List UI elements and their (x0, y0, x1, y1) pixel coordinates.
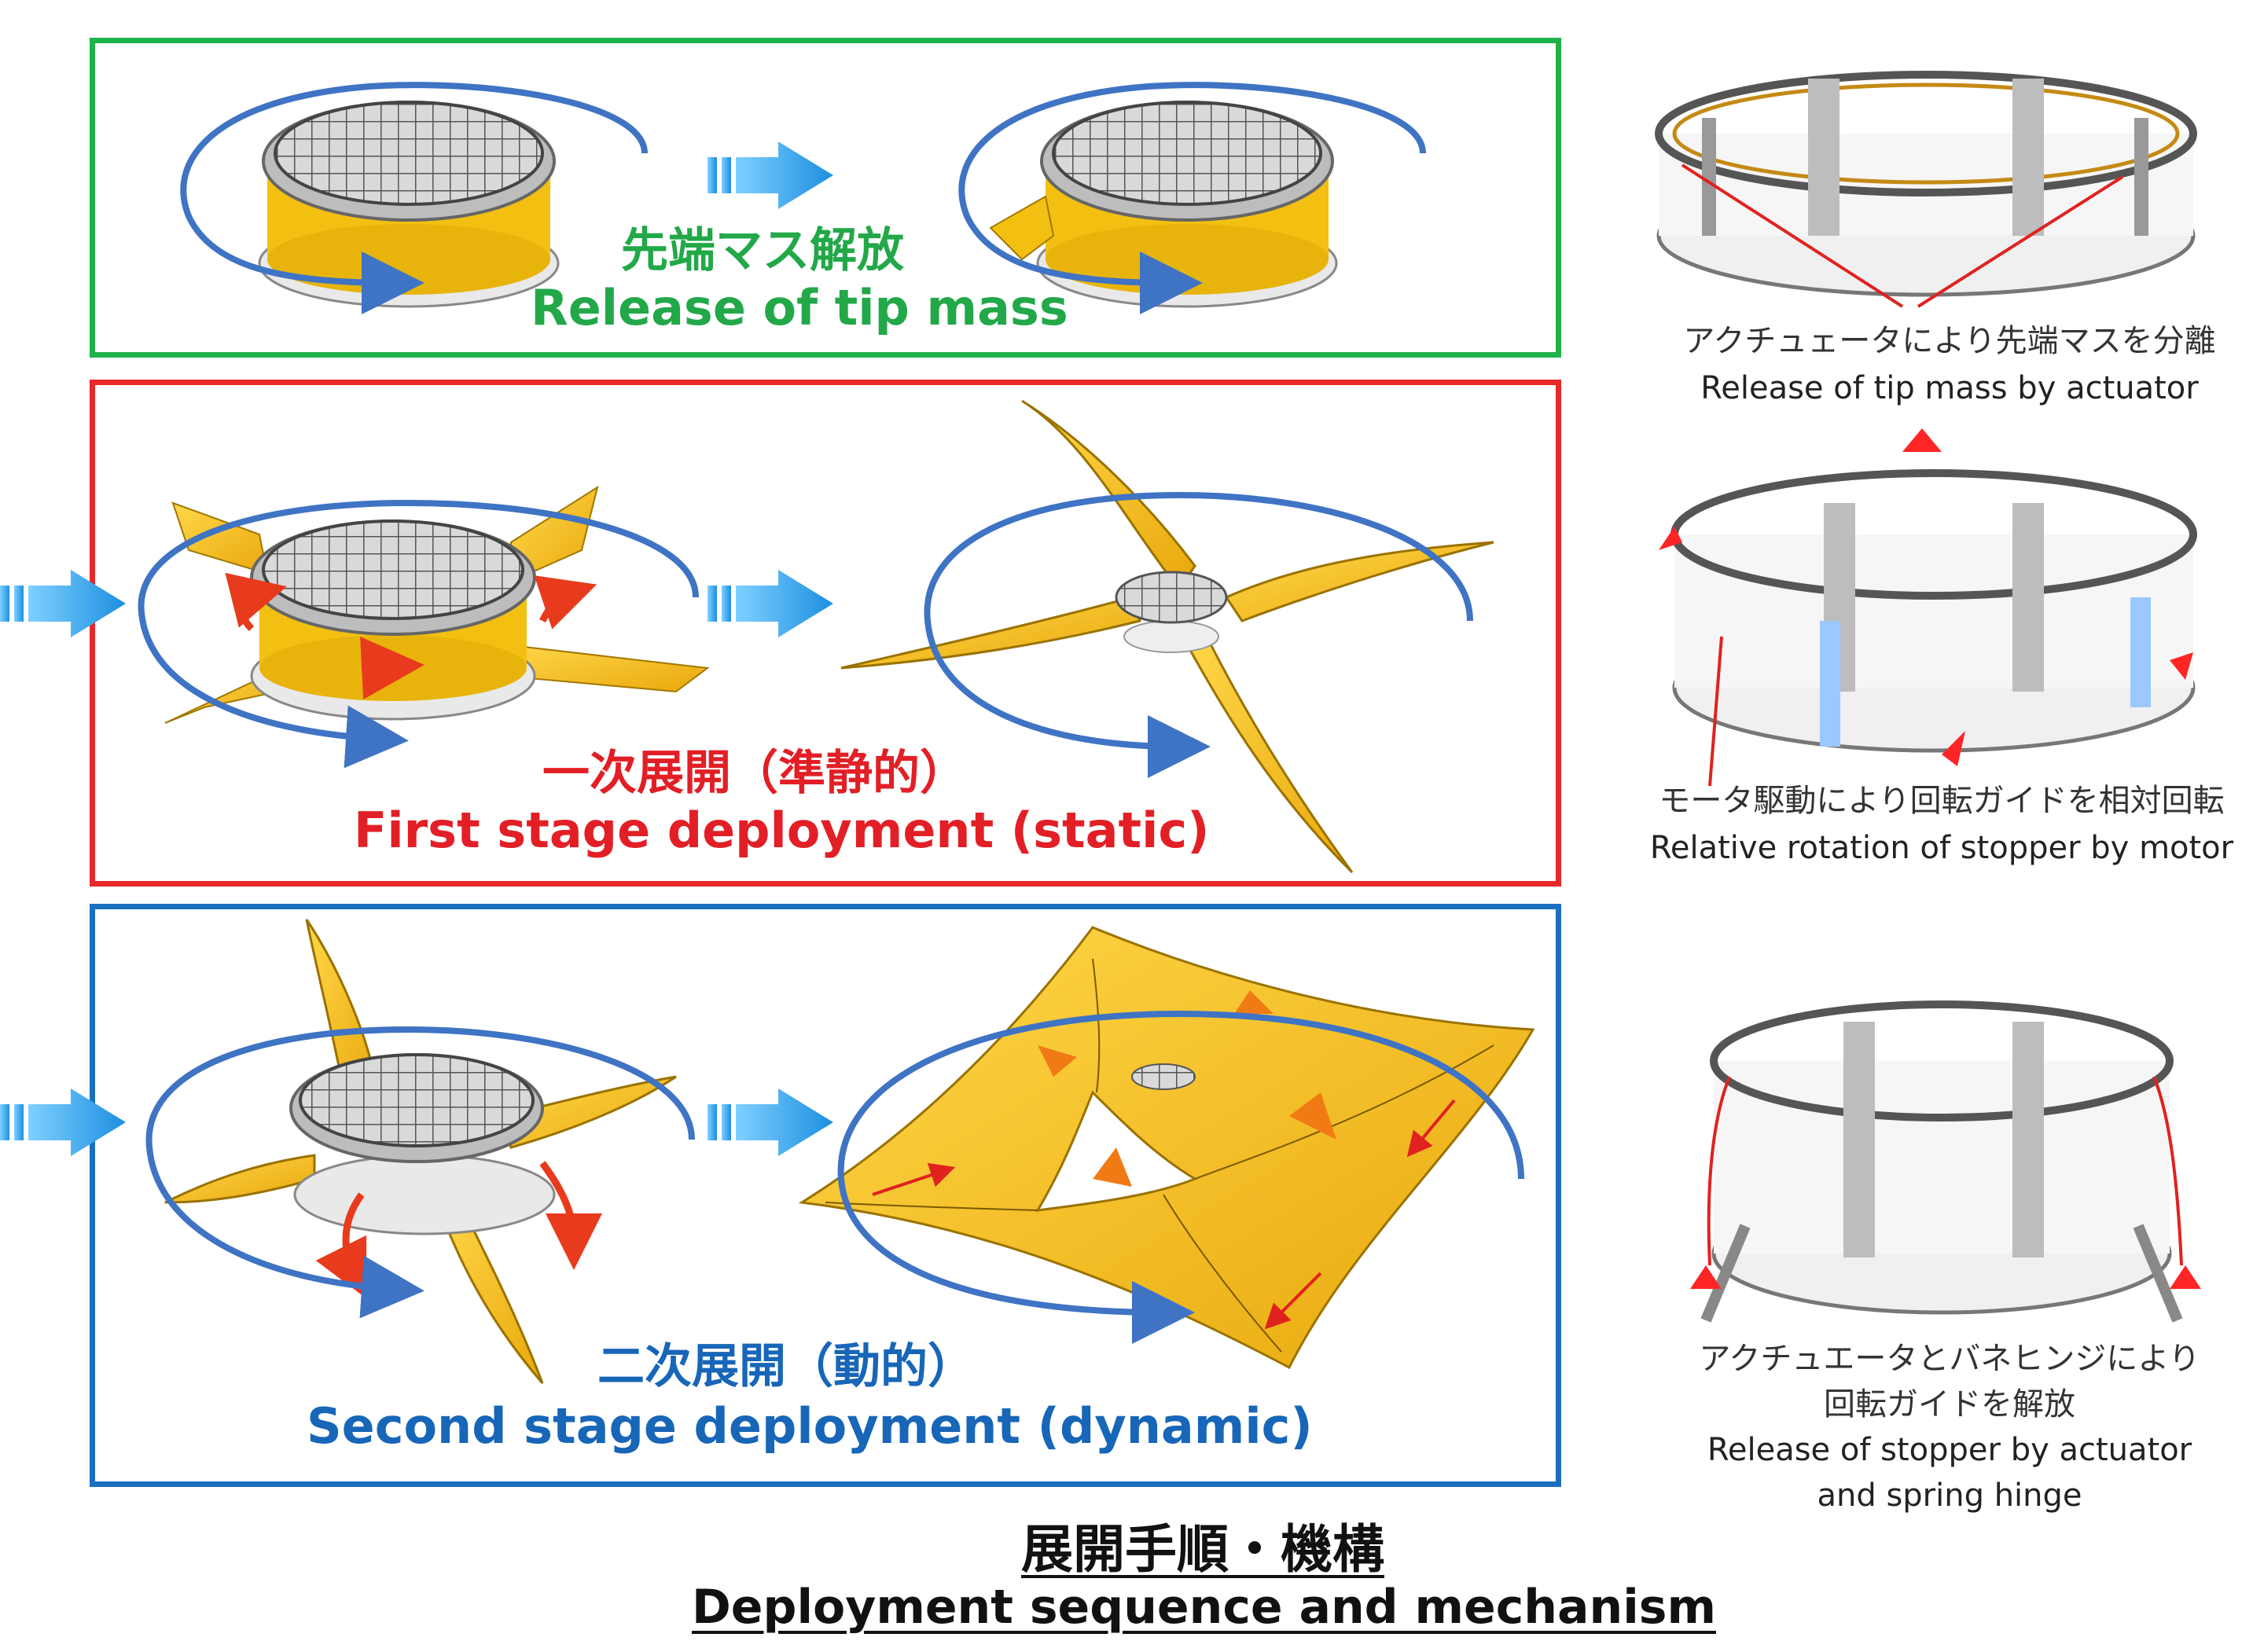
stage3-caption-ja: 二次展開（動的） (597, 1339, 975, 1394)
stage3-caption-en: Second stage deployment (dynamic) (307, 1397, 1313, 1455)
stage2-orbit-right (924, 491, 1473, 778)
stage1-orbit-right (958, 82, 1426, 314)
stage3-square-sail (798, 926, 1535, 1370)
stage2-orbit-left (138, 499, 699, 769)
stage2-drum-left (164, 485, 710, 724)
mechanism-image-1 (1655, 71, 2197, 308)
stage2-caption-en: First stage deployment (static) (354, 802, 1210, 859)
stage1-drum-right (989, 101, 1338, 308)
stage3-orbit-right (837, 1010, 1524, 1344)
mechanism2-caption-ja: モータ駆動により回転ガイドを相対回転 (1659, 783, 2225, 819)
footer-title-en: Deployment sequence and mechanism (692, 1580, 1717, 1635)
stage3-orbit-left (145, 1026, 695, 1319)
stage3-drum-left (164, 919, 677, 1384)
stage1-caption-ja: 先端マス解放 (621, 223, 904, 278)
mechanism3-caption-en-line2: and spring hinge (1817, 1478, 2082, 1514)
flow-arrow-5 (708, 1088, 833, 1156)
mechanism-image-3 (1690, 1000, 2201, 1323)
mechanism3-caption-ja-line1: アクチュエータとバネヒンジにより (1699, 1341, 2200, 1377)
mechanism2-caption-en: Relative rotation of stopper by motor (1649, 830, 2234, 866)
stage1-drum-left (258, 101, 560, 308)
footer-title-ja: 展開手順・機構 (1021, 1519, 1384, 1580)
flow-arrow-1 (708, 141, 833, 209)
stage1-caption-en: Release of tip mass (531, 279, 1068, 336)
mechanism3-caption-ja-line2: 回転ガイドを解放 (1824, 1386, 2075, 1423)
flow-arrow-3 (708, 570, 833, 637)
stage2-caption-ja: 一次展開（準静的） (542, 746, 967, 801)
stage2-sail-right (840, 399, 1494, 874)
mechanism1-caption-ja: アクチュェータにより先端マスを分離 (1683, 323, 2216, 359)
mechanism3-caption-en-line1: Release of stopper by actuator (1707, 1432, 2192, 1468)
mechanism1-caption-en: Release of tip mass by actuator (1700, 370, 2199, 406)
stage1-orbit-left (180, 82, 648, 314)
flow-arrow-2 (0, 570, 126, 637)
mechanism-image-2 (1659, 428, 2197, 787)
flow-arrow-4 (0, 1088, 126, 1156)
